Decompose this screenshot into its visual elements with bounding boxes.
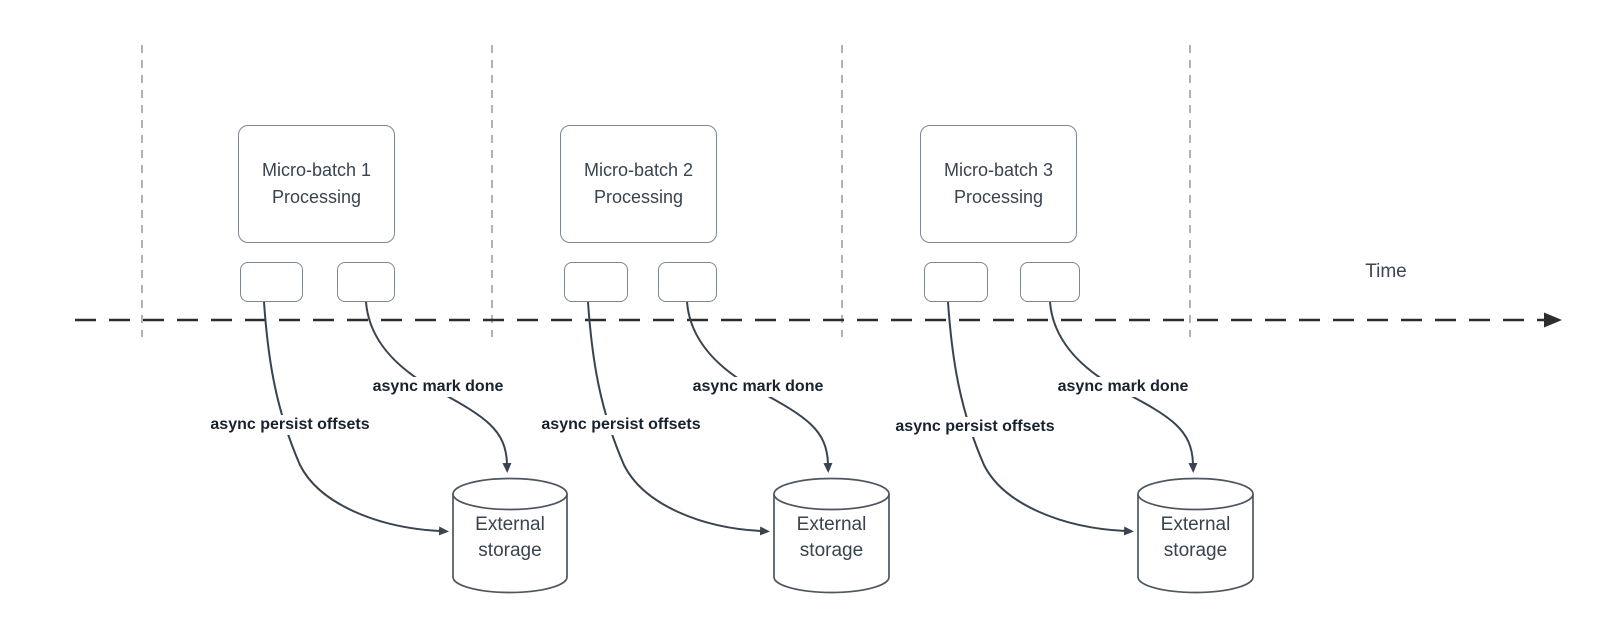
mark-done-task-box-1 [337, 262, 395, 302]
external-storage-cylinder-1 [452, 477, 568, 594]
time-label: Time [1365, 261, 1407, 282]
micro-batch-2-box: Micro-batch 2 Processing [560, 125, 717, 243]
persist-offsets-task-box-1 [240, 262, 303, 302]
micro-batch-1-box: Micro-batch 1 Processing [238, 125, 395, 243]
persist-offsets-task-box-2 [564, 262, 628, 302]
mark-done-label-3: async mark done [1053, 377, 1193, 397]
mark-done-label-2: async mark done [688, 377, 828, 397]
persist-offsets-label-3: async persist offsets [891, 417, 1059, 437]
persist-offsets-arrow-3 [947, 301, 1134, 536]
micro-batch-2-title: Micro-batch 2 Processing [583, 160, 694, 207]
persist-offsets-task-box-3 [924, 262, 988, 302]
mark-done-task-box-2 [658, 262, 717, 302]
persist-offsets-arrow-1 [263, 301, 449, 536]
external-storage-cylinder-3 [1137, 477, 1254, 594]
mark-done-label-1: async mark done [368, 377, 508, 397]
persist-offsets-label-1: async persist offsets [206, 415, 374, 435]
micro-batch-1-title: Micro-batch 1 Processing [261, 160, 372, 207]
external-storage-cylinder-2 [773, 477, 890, 594]
mark-done-task-box-3 [1020, 262, 1080, 302]
persist-offsets-arrow-2 [587, 301, 770, 536]
micro-batch-3-box: Micro-batch 3 Processing [920, 125, 1077, 243]
time-axis-arrowhead-icon [1544, 312, 1562, 328]
micro-batch-3-title: Micro-batch 3 Processing [943, 160, 1054, 207]
persist-offsets-label-2: async persist offsets [537, 415, 705, 435]
